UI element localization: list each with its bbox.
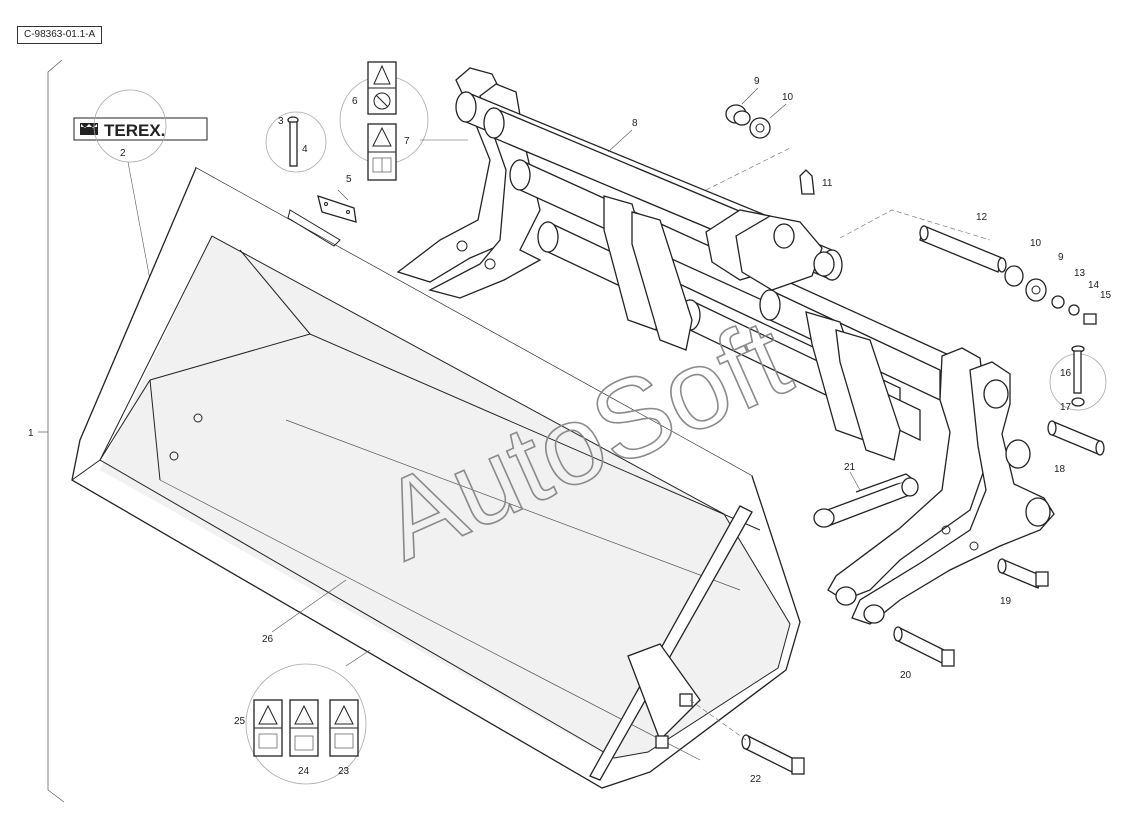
callout-1: 1 xyxy=(28,428,34,439)
callout-13: 13 xyxy=(1074,268,1086,279)
pin-19 xyxy=(997,558,1049,589)
callout-25: 25 xyxy=(234,716,246,727)
pin-22 xyxy=(689,699,805,775)
terex-logo-text: TEREX. xyxy=(104,121,165,140)
hydraulic-cylinder xyxy=(813,471,919,528)
callout-labels: 1 2 3 4 5 6 7 8 9 10 9 10 11 12 13 14 15… xyxy=(28,76,1112,785)
pin-18 xyxy=(1047,420,1105,456)
callout-23: 23 xyxy=(338,766,350,777)
callout-9: 9 xyxy=(754,76,760,87)
callout-20: 20 xyxy=(900,670,912,681)
bucket xyxy=(71,166,801,789)
callout-10-b: 10 xyxy=(1030,238,1042,249)
callout-6: 6 xyxy=(352,96,358,107)
callout-2: 2 xyxy=(120,148,126,159)
callout-8: 8 xyxy=(632,118,638,129)
callout-4: 4 xyxy=(302,144,308,155)
callout-9-b: 9 xyxy=(1058,252,1064,263)
callout-24: 24 xyxy=(298,766,310,777)
decal-detail xyxy=(339,61,468,181)
callout-17: 17 xyxy=(1060,402,1072,413)
callout-14: 14 xyxy=(1088,280,1100,291)
assembly-bracket xyxy=(38,59,65,803)
callout-11: 11 xyxy=(822,178,833,189)
decal-set-bottom xyxy=(245,649,371,785)
pin-assembly-right xyxy=(919,225,1097,325)
bolt-detail xyxy=(265,111,357,223)
callout-16: 16 xyxy=(1060,368,1072,379)
callout-3: 3 xyxy=(278,116,284,127)
pins-top-right xyxy=(725,87,815,195)
callout-10: 10 xyxy=(782,92,794,103)
callout-19: 19 xyxy=(1000,596,1012,607)
callout-15: 15 xyxy=(1100,290,1112,301)
callout-18: 18 xyxy=(1054,464,1066,475)
loader-frame xyxy=(396,67,1055,625)
callout-7: 7 xyxy=(404,136,410,147)
bolt-detail-right xyxy=(1049,345,1107,411)
drawing-reference-label: C-98363-01.1-A xyxy=(17,26,103,44)
terex-logo: TEREX. xyxy=(73,89,208,281)
callout-21: 21 xyxy=(844,462,856,473)
crown-icon xyxy=(80,123,98,135)
callout-22: 22 xyxy=(750,774,762,785)
callout-26: 26 xyxy=(262,634,274,645)
pin-20 xyxy=(893,626,955,667)
callout-5: 5 xyxy=(346,174,352,185)
callout-12: 12 xyxy=(976,212,988,223)
